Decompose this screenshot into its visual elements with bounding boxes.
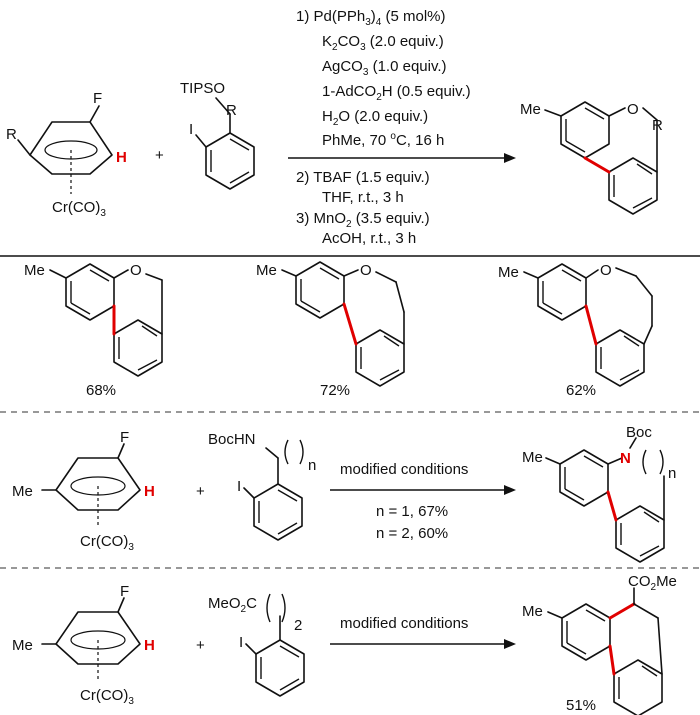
yield-phen: 51% <box>566 697 596 714</box>
product-ring6: Me O <box>24 262 163 377</box>
oxygen-label-ring7: O <box>360 262 372 279</box>
oxygen-label-ring8: O <box>600 262 612 279</box>
product-ring7: Me O <box>256 261 405 387</box>
n-subscript-label: n <box>308 457 316 474</box>
condition-tbaf: 2) TBAF (1.5 equiv.) <box>296 169 430 186</box>
reaction-arrow-row3 <box>330 639 516 649</box>
fluorine-label: F <box>93 90 102 107</box>
condition-pd: 1) Pd(PPh3)4 (5 mol%) <box>296 8 446 28</box>
condition-water: H2O (2.0 equiv.) <box>322 108 428 128</box>
arene-chromium-complex-general: F H R Cr(CO)3 <box>6 90 127 219</box>
product-nboc: Me N Boc n <box>522 424 676 563</box>
plus-sign-3: + <box>196 637 205 654</box>
general-product: Me O R <box>520 101 663 215</box>
nitrogen-label: N <box>620 450 631 467</box>
fluorine-label-row2: F <box>120 429 129 446</box>
iodine-label-row3: I <box>239 634 243 651</box>
hydrogen-label-row3: H <box>144 637 155 654</box>
condition-thf: THF, r.t., 3 h <box>322 189 404 206</box>
methyl-label-row2: Me <box>12 483 33 500</box>
bochn-label: BocHN <box>208 431 256 448</box>
condition-agco3: AgCO3 (1.0 equiv.) <box>322 58 447 78</box>
yield-ring8: 62% <box>566 382 596 399</box>
plus-sign-1: + <box>155 147 164 164</box>
methyl-label-ring6: Me <box>24 262 45 279</box>
arene-chromium-complex-methyl-2: F H Me Cr(CO)3 <box>12 583 155 707</box>
chromium-tricarbonyl-label: Cr(CO)3 <box>52 199 106 219</box>
chain-length-label: 2 <box>294 617 302 634</box>
condition-acoh: AcOH, r.t., 3 h <box>322 230 416 247</box>
methyl-label-row3: Me <box>12 637 33 654</box>
methyl-label: Me <box>520 101 541 118</box>
condition-k2co3: K2CO3 (2.0 equiv.) <box>322 33 444 53</box>
reaction-conditions-step1: 1) Pd(PPh3)4 (5 mol%) K2CO3 (2.0 equiv.)… <box>296 8 471 149</box>
oxygen-label: O <box>627 101 639 118</box>
tipso-label: TIPSO <box>180 80 225 97</box>
iodoarene-nhboc: I BocHN n <box>208 431 316 541</box>
condition-phme-temp: PhMe, 70 oC, 16 h <box>322 131 444 149</box>
n-subscript-label-product: n <box>668 465 676 482</box>
product-ring8: Me O <box>498 262 653 387</box>
condition-mno2: 3) MnO2 (3.5 equiv.) <box>296 210 430 230</box>
arene-chromium-complex-methyl-1: F H Me Cr(CO)3 <box>12 429 155 553</box>
iodine-label: I <box>189 121 193 138</box>
hydrogen-label-row2: H <box>144 483 155 500</box>
boc-label: Boc <box>626 424 652 441</box>
methyl-label-ring8: Me <box>498 264 519 281</box>
result-n1: n = 1, 67% <box>376 503 448 520</box>
iodoarene-tips-ether: I R TIPSO <box>180 80 255 190</box>
yield-ring6: 68% <box>86 382 116 399</box>
methyl-label-ring7: Me <box>256 262 277 279</box>
reaction-arrow-row2 <box>330 485 516 495</box>
reaction-arrow-main <box>288 153 516 163</box>
ester-label: MeO2C <box>208 595 257 615</box>
product-phenanthrene: Me CO2Me <box>522 573 677 715</box>
condition-adco2h: 1-AdCO2H (0.5 equiv.) <box>322 83 471 103</box>
fluorine-label-row3: F <box>120 583 129 600</box>
modified-conditions-row3: modified conditions <box>340 615 468 632</box>
result-n2: n = 2, 60% <box>376 525 448 542</box>
iodoarene-ester: I MeO2C 2 <box>208 593 305 697</box>
r-group-label-3: R <box>652 117 663 134</box>
iodine-label-row2: I <box>237 478 241 495</box>
chromium-label-row3: Cr(CO)3 <box>80 687 134 707</box>
yield-ring7: 72% <box>320 382 350 399</box>
methyl-label-nboc: Me <box>522 449 543 466</box>
methyl-label-phen: Me <box>522 603 543 620</box>
ester-label-product: CO2Me <box>628 573 677 593</box>
oxygen-label-ring6: O <box>130 262 142 279</box>
modified-conditions-row2: modified conditions <box>340 461 468 478</box>
chromium-label-row2: Cr(CO)3 <box>80 533 134 553</box>
activated-hydrogen-label: H <box>116 149 127 166</box>
reaction-conditions-step2-3: 2) TBAF (1.5 equiv.) THF, r.t., 3 h 3) M… <box>296 169 430 247</box>
r-group-label-2: R <box>226 102 237 119</box>
r-group-label: R <box>6 126 17 143</box>
plus-sign-2: + <box>196 483 205 500</box>
